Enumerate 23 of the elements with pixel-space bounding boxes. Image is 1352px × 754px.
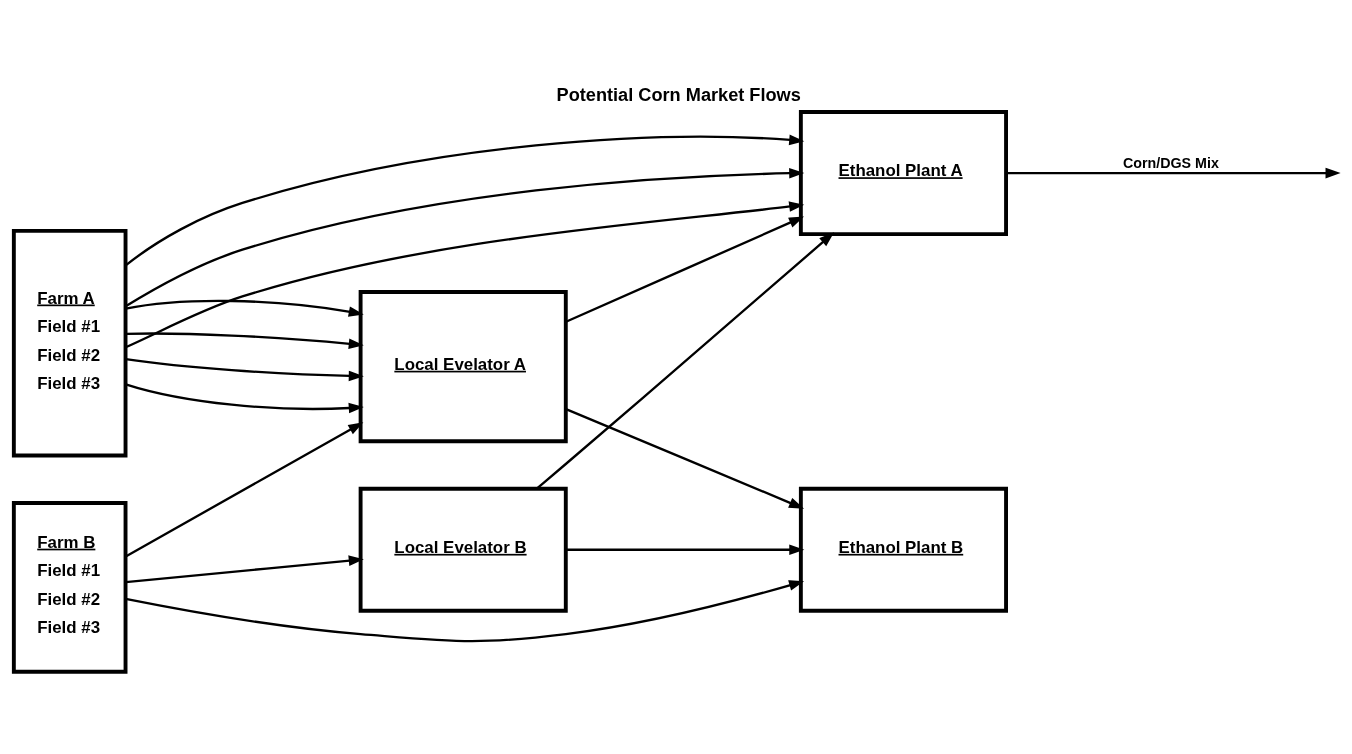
node-box: Farm A Field #1 Field #2 Field #3 bbox=[11, 228, 128, 458]
arrow bbox=[125, 201, 805, 349]
arrow bbox=[565, 408, 805, 509]
arrow bbox=[566, 544, 805, 555]
arrow bbox=[125, 167, 805, 308]
node-box: Ethanol Plant B bbox=[798, 486, 1008, 613]
arrow bbox=[125, 383, 364, 414]
node-box: Farm B Field #1 Field #2 Field #3 bbox=[11, 501, 128, 674]
edge-label: Corn/DGS Mix bbox=[1122, 154, 1219, 171]
node-box: Local Evelator B bbox=[358, 486, 568, 613]
arrow bbox=[125, 357, 364, 382]
node-box: Ethanol Plant A bbox=[798, 110, 1008, 237]
arrow bbox=[125, 555, 364, 584]
arrow bbox=[1006, 167, 1341, 179]
arrow bbox=[536, 232, 835, 490]
arrow bbox=[125, 332, 364, 350]
arrow bbox=[124, 134, 805, 267]
arrow bbox=[125, 299, 364, 317]
arrow bbox=[125, 580, 805, 643]
node-box: Local Evelator A bbox=[358, 290, 568, 444]
diagram-title: Potential Corn Market Flows bbox=[556, 84, 801, 105]
arrow bbox=[565, 216, 805, 323]
arrow bbox=[125, 422, 364, 558]
